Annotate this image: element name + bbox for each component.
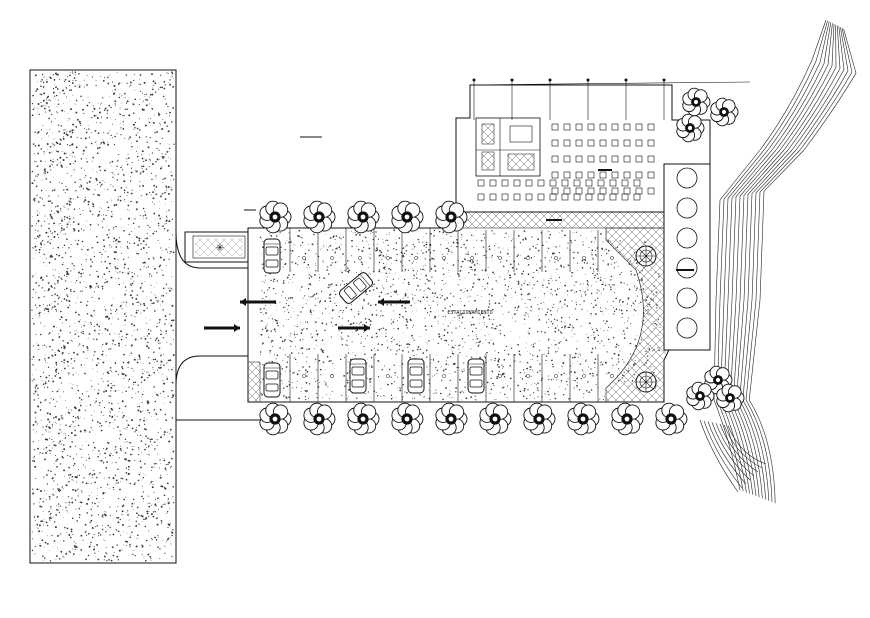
access-lines	[175, 136, 322, 421]
tree-icon	[704, 365, 733, 395]
car-icon	[467, 358, 485, 394]
tree-icon	[259, 402, 292, 436]
tree-row-top	[259, 200, 468, 234]
tree-row-bottom	[259, 402, 688, 436]
tree-icon	[479, 402, 512, 436]
arrow-left-icon	[204, 324, 240, 332]
tree-icon	[347, 402, 380, 436]
building-area	[455, 78, 751, 213]
tree-icon	[391, 402, 424, 436]
arrow-left-icon	[240, 298, 276, 306]
planter-strip	[663, 163, 711, 351]
tree-icon	[686, 381, 715, 411]
cars	[263, 238, 485, 398]
arrow-right-icon	[378, 298, 410, 306]
car-icon	[407, 358, 425, 394]
direction-arrows	[204, 219, 562, 332]
tree-cluster	[676, 87, 745, 413]
car-icon	[263, 362, 281, 398]
parking-label: ESTACIONAMIENTO	[447, 310, 492, 316]
tree-icon	[303, 402, 336, 436]
compass-marker-icon	[635, 371, 657, 393]
tree-icon	[435, 402, 468, 436]
small-planter-box: ✳	[184, 231, 252, 263]
car-icon	[263, 238, 281, 274]
tree-icon	[567, 402, 600, 436]
parking-lot	[247, 211, 678, 403]
tree-icon	[655, 402, 688, 436]
tree-icon	[391, 200, 424, 234]
tree-icon	[716, 383, 745, 413]
car-icon	[338, 272, 374, 304]
tree-icon	[347, 200, 380, 234]
compass-marker-icon	[635, 245, 657, 267]
tree-icon	[303, 200, 336, 234]
tree-icon	[435, 200, 468, 234]
contour-lines	[699, 19, 857, 504]
arrow-right-icon	[338, 324, 370, 332]
tree-icon	[523, 402, 556, 436]
tree-icon	[710, 97, 739, 127]
tree-icon	[682, 87, 711, 117]
tree-icon	[676, 113, 705, 143]
car-icon	[349, 358, 367, 394]
main-road	[29, 69, 177, 564]
tree-icon	[611, 402, 644, 436]
tree-icon	[259, 200, 292, 234]
svg-text:✳: ✳	[216, 243, 224, 254]
